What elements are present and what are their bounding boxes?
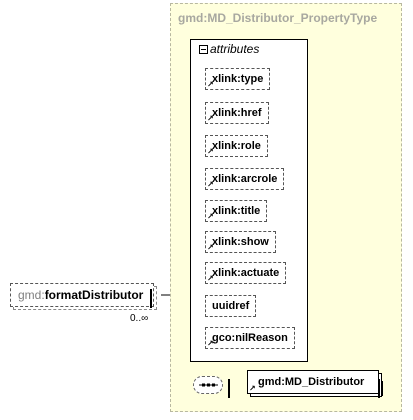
attribute-label: xlink:arcrole [212,173,278,185]
element-prefix: gmd: [18,288,45,302]
attribute-gco-nilreason[interactable]: ↗ gco:nilReason [205,327,295,349]
attributes-label: attributes [210,42,260,56]
element-multiplicity: 0..∞ [130,313,149,324]
collapse-icon[interactable] [199,44,208,54]
sequence-icon [199,383,218,387]
property-type-title: gmd:MD_Distributor_PropertyType [178,11,378,25]
element-format-distributor[interactable]: gmd:formatDistributor [10,283,154,307]
attribute-xlink-role[interactable]: ↗ xlink:role [205,135,268,157]
reference-arrow-icon: ↗ [249,384,256,393]
child-element-md-distributor[interactable]: ↗ gmd:MD_Distributor [247,370,379,394]
reference-arrow-icon: ↗ [207,243,214,252]
collapse-icon[interactable] [228,379,230,398]
attribute-uuidref[interactable]: uuidref [205,295,257,317]
attribute-xlink-title[interactable]: ↗ xlink:title [205,200,268,222]
attribute-label: xlink:actuate [212,267,280,279]
reference-arrow-icon: ↗ [207,274,214,283]
attributes-group-header: attributes [199,42,259,56]
reference-arrow-icon: ↗ [207,212,214,221]
reference-arrow-icon: ↗ [207,339,214,348]
attribute-label: gco:nilReason [212,332,288,344]
attribute-label: xlink:href [212,107,262,119]
attribute-xlink-actuate[interactable]: ↗ xlink:actuate [205,262,287,284]
reference-arrow-icon: ↗ [207,114,214,123]
attribute-xlink-show[interactable]: ↗ xlink:show [205,231,276,253]
sequence-compositor[interactable] [193,376,223,394]
attribute-label: xlink:show [212,236,269,248]
attribute-label: xlink:role [212,140,261,152]
reference-arrow-icon: ↗ [207,80,214,89]
child-element-name: gmd:MD_Distributor [258,376,365,388]
expand-icon[interactable] [378,379,380,398]
attribute-label: xlink:title [212,205,261,217]
reference-arrow-icon: ↗ [207,147,214,156]
element-name: formatDistributor [44,288,144,302]
reference-arrow-icon: ↗ [207,180,214,189]
collapse-icon[interactable] [150,289,152,308]
attribute-label: uuidref [212,300,250,312]
attribute-label: xlink:type [212,73,264,85]
attribute-xlink-type[interactable]: ↗ xlink:type [205,68,271,90]
attribute-xlink-arcrole[interactable]: ↗ xlink:arcrole [205,168,285,190]
attribute-xlink-href[interactable]: ↗ xlink:href [205,102,269,124]
